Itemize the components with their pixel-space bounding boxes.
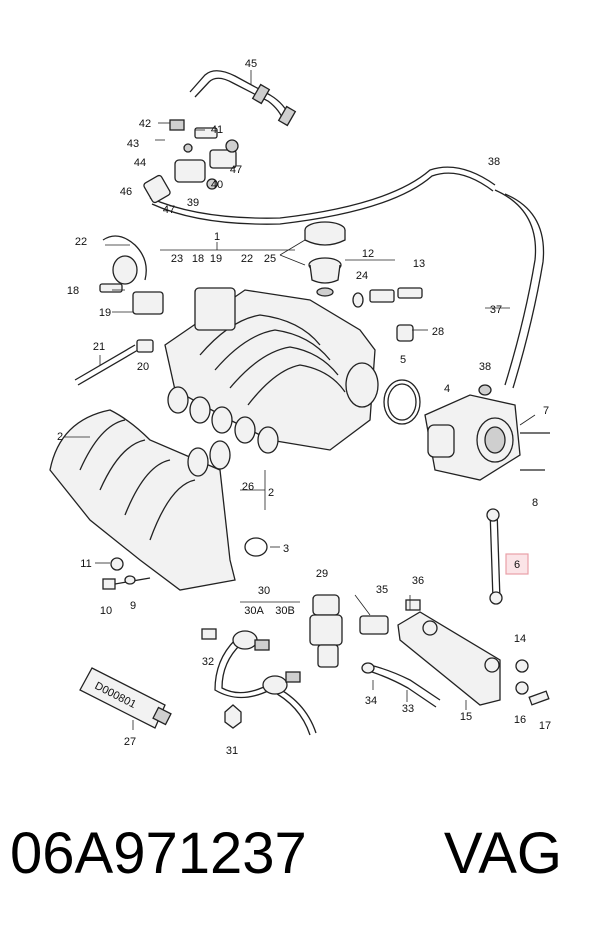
vacuum-line-21 bbox=[74, 339, 154, 386]
brand-name: VAG bbox=[443, 821, 562, 886]
fasteners-lower-left bbox=[102, 557, 151, 590]
callout-24: 24 bbox=[356, 270, 368, 282]
callout-30a: 30A bbox=[244, 605, 264, 617]
callout-47: 47 bbox=[163, 204, 175, 216]
callout-27: 27 bbox=[124, 736, 136, 748]
callout-36: 36 bbox=[412, 575, 424, 587]
exhaust-manifold bbox=[49, 409, 268, 591]
callout-37: 37 bbox=[490, 304, 502, 316]
callout-41: 41 bbox=[211, 124, 223, 136]
callout-33: 33 bbox=[402, 703, 414, 715]
callout-42: 42 bbox=[139, 118, 151, 130]
callout-26: 26 bbox=[242, 481, 254, 493]
callout-25: 25 bbox=[264, 253, 276, 265]
egr-hose bbox=[361, 662, 441, 708]
callout-2: 2 bbox=[57, 431, 63, 443]
leader-lines bbox=[64, 70, 536, 730]
fasteners-lower-right bbox=[515, 659, 550, 706]
callout-17: 17 bbox=[539, 720, 551, 732]
callout-5: 5 bbox=[400, 354, 406, 366]
intake-manifold bbox=[164, 287, 379, 454]
callout-46: 46 bbox=[120, 186, 132, 198]
callout-35: 35 bbox=[376, 584, 388, 596]
caption-bar: 06A971237 VAG bbox=[0, 820, 600, 930]
callout-34: 34 bbox=[365, 695, 377, 707]
egr-pipe bbox=[359, 599, 501, 706]
callout-9: 9 bbox=[130, 600, 136, 612]
connector-group-12 bbox=[352, 287, 423, 342]
callout-45: 45 bbox=[245, 58, 257, 70]
callout-38: 38 bbox=[479, 361, 491, 373]
callout-47: 47 bbox=[230, 164, 242, 176]
callout-15: 15 bbox=[460, 711, 472, 723]
throttle-body bbox=[383, 379, 550, 481]
callout-31: 31 bbox=[226, 745, 238, 757]
callout-19: 19 bbox=[99, 307, 111, 319]
callout-40: 40 bbox=[211, 179, 223, 191]
part-number: 06A971237 bbox=[10, 821, 307, 886]
callout-14: 14 bbox=[514, 633, 526, 645]
callout-39: 39 bbox=[187, 197, 199, 209]
callout-4: 4 bbox=[444, 383, 450, 395]
callout-20: 20 bbox=[137, 361, 149, 373]
callout-12: 12 bbox=[362, 248, 374, 260]
highlight-box bbox=[505, 553, 529, 575]
bracket-rod-6 bbox=[486, 508, 503, 605]
callout-18: 18 bbox=[192, 253, 204, 265]
callout-21: 21 bbox=[93, 341, 105, 353]
callout-18: 18 bbox=[67, 285, 79, 297]
callout-23: 23 bbox=[171, 253, 183, 265]
callout-30: 30 bbox=[258, 585, 270, 597]
egr-valve bbox=[309, 594, 343, 668]
callout-22: 22 bbox=[75, 236, 87, 248]
egr-tube-30 bbox=[201, 628, 317, 736]
callout-38: 38 bbox=[488, 156, 500, 168]
callout-30b: 30B bbox=[275, 605, 295, 617]
callout-8: 8 bbox=[532, 497, 538, 509]
callout-7: 7 bbox=[543, 405, 549, 417]
callout-11: 11 bbox=[80, 558, 91, 570]
solenoid-valve-group bbox=[143, 119, 239, 204]
callout-16: 16 bbox=[514, 714, 526, 726]
callout-10: 10 bbox=[100, 605, 112, 617]
oil-filler-cap bbox=[304, 221, 346, 297]
callout-13: 13 bbox=[413, 258, 425, 270]
callout-19: 19 bbox=[210, 253, 222, 265]
sealant-tube: D000801 bbox=[79, 667, 172, 729]
callout-1: 1 bbox=[214, 231, 220, 243]
callout-43: 43 bbox=[127, 138, 139, 150]
intake-temperature-sensor bbox=[99, 235, 164, 315]
vacuum-hose-assembly bbox=[149, 70, 545, 389]
callout-22: 22 bbox=[241, 253, 253, 265]
callout-2: 2 bbox=[268, 487, 274, 499]
callout-28: 28 bbox=[432, 326, 444, 338]
callout-6: 6 bbox=[514, 559, 520, 571]
callout-32: 32 bbox=[202, 656, 214, 668]
callout-44: 44 bbox=[134, 157, 146, 169]
callout-29: 29 bbox=[316, 568, 328, 580]
callout-3: 3 bbox=[283, 543, 289, 555]
